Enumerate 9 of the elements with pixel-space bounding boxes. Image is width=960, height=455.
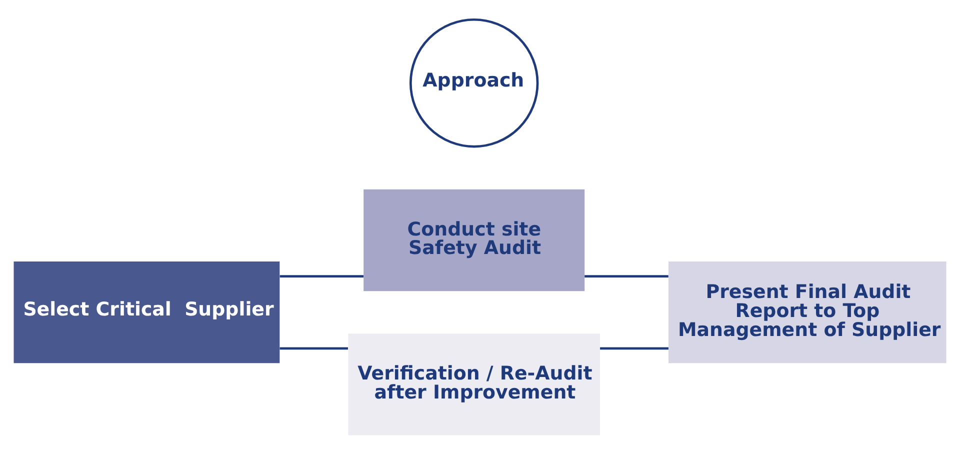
node-box: Present Final Audit Report to Top Management of Supplier: [668, 262, 946, 364]
connector: [280, 347, 348, 350]
connector: [584, 275, 668, 278]
node-circle: Approach: [409, 18, 539, 148]
connector: [600, 347, 668, 350]
node-box: Conduct site Safety Audit: [364, 189, 585, 292]
node-box: Select Critical Supplier: [14, 262, 280, 364]
node-box: Verification / Re-Audit after Improvement: [348, 334, 600, 436]
connector: [280, 275, 364, 278]
